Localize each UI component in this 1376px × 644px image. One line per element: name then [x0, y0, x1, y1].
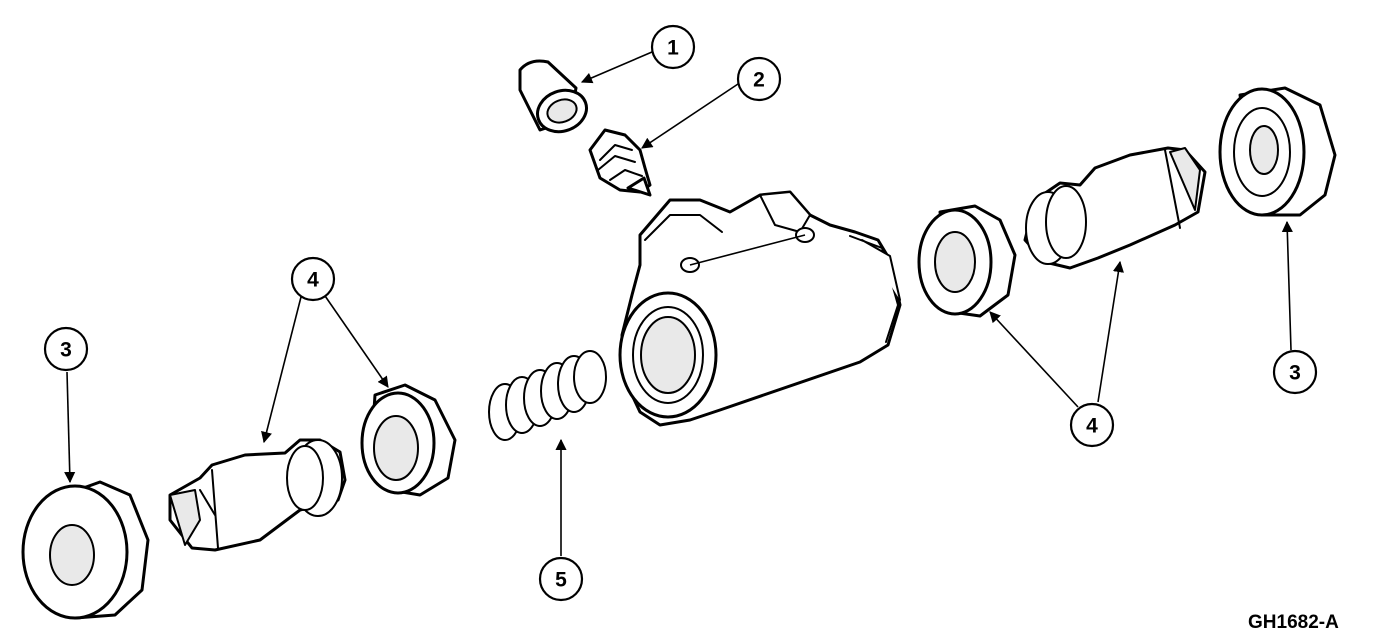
leader-4-right-b: [1097, 260, 1124, 403]
bleeder-dust-cap: [518, 59, 588, 134]
callout-4-left-label: 4: [307, 269, 319, 292]
leader-4-left-a: [261, 296, 302, 444]
leader-4-left-b: [322, 292, 389, 388]
callout-5: 5: [538, 556, 584, 602]
callout-3-right: 3: [1272, 349, 1318, 395]
leader-2: [641, 83, 739, 149]
leader-3-right: [1281, 220, 1293, 351]
callout-4-left: 4: [290, 256, 336, 302]
leader-1: [580, 51, 653, 84]
callout-2: 2: [736, 56, 782, 102]
leader-3-left: [64, 371, 76, 484]
figure-id: GH1682-A: [1248, 612, 1339, 633]
callout-1: 1: [650, 24, 696, 70]
bleeder-screw: [588, 128, 652, 197]
piston-cup-left: [360, 383, 457, 497]
callout-4-right: 4: [1069, 402, 1115, 448]
dust-boot-left: [21, 480, 150, 620]
callout-3-right-label: 3: [1289, 362, 1301, 385]
piston-cup-right: [917, 204, 1017, 318]
callout-2-label: 2: [753, 69, 765, 92]
return-spring: [488, 350, 607, 441]
leader-4-right-a: [989, 311, 1079, 408]
dust-boot-right: [1218, 86, 1337, 217]
housing-centerline: [689, 234, 806, 266]
piston-right: [1023, 146, 1207, 270]
callout-3-left: 3: [43, 326, 89, 372]
piston-left: [168, 438, 347, 552]
callout-1-label: 1: [667, 37, 679, 60]
callout-3-left-label: 3: [60, 339, 72, 362]
callout-5-label: 5: [555, 569, 567, 592]
callout-4-right-label: 4: [1086, 415, 1098, 438]
wheel-cylinder-housing: [618, 190, 902, 427]
leader-lines: [64, 51, 1293, 556]
